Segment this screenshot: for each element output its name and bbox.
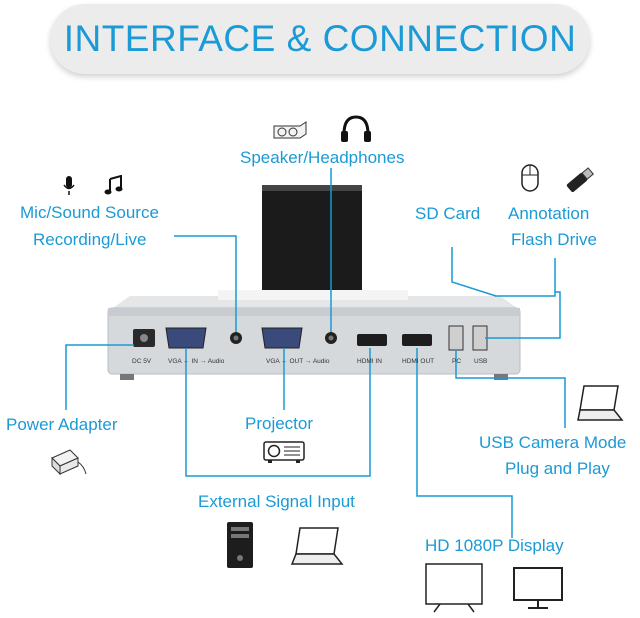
monitor-icon: [513, 567, 563, 609]
port-label-hdmi-out: HDMI OUT: [402, 358, 435, 365]
label-mic-line1: Mic/Sound Source: [20, 203, 159, 222]
mouse-icon: [521, 164, 539, 192]
connector-lines: [65, 168, 566, 538]
projector-icon: [263, 441, 305, 463]
port-label-usb: USB: [474, 358, 488, 365]
usb-port: [472, 325, 488, 351]
label-plug-and-play: Plug and Play: [505, 459, 610, 478]
label-annotation: Annotation: [508, 204, 590, 223]
label-power-adapter: Power Adapter: [6, 415, 118, 434]
laptop-icon: [577, 385, 624, 421]
desktop-tower-icon: [227, 522, 253, 568]
camera-arm: [262, 185, 362, 305]
hdmi-out-port: [402, 334, 432, 346]
label-speaker-headphones: Speaker/Headphones: [240, 148, 405, 167]
label-flash-drive: Flash Drive: [511, 230, 597, 249]
title-banner: INTERFACE & CONNECTION: [50, 4, 590, 74]
tv-icon: [425, 563, 483, 613]
port-label-vga-in: VGA ← IN → Audio: [168, 358, 225, 365]
power-adapter-icon: [51, 449, 87, 476]
usb-pc-port: [448, 325, 464, 351]
port-label-dc: DC 5V: [132, 358, 152, 365]
vga-in-port: [165, 327, 207, 349]
port-label-vga-out: VGA ← OUT → Audio: [266, 358, 330, 365]
flash-drive-icon: [566, 167, 595, 193]
headphones-icon: [341, 115, 371, 142]
laptop-icon: [290, 527, 344, 565]
port-label-pc: PC: [452, 358, 462, 365]
music-note-icon: [104, 175, 123, 195]
label-sd-card: SD Card: [415, 204, 481, 223]
vga-out-port: [261, 327, 303, 349]
label-mic-line2: Recording/Live: [33, 230, 147, 249]
label-hd-display: HD 1080P Display: [425, 536, 564, 555]
label-projector: Projector: [245, 414, 314, 433]
label-external-signal: External Signal Input: [198, 492, 355, 511]
hdmi-in-port: [357, 334, 387, 346]
microphone-icon: [63, 176, 75, 195]
label-usb-camera-mode: USB Camera Mode: [479, 433, 627, 452]
page-title: INTERFACE & CONNECTION: [63, 18, 577, 59]
port-label-hdmi-in: HDMI IN: [357, 358, 382, 365]
speaker-icon: [273, 121, 307, 139]
